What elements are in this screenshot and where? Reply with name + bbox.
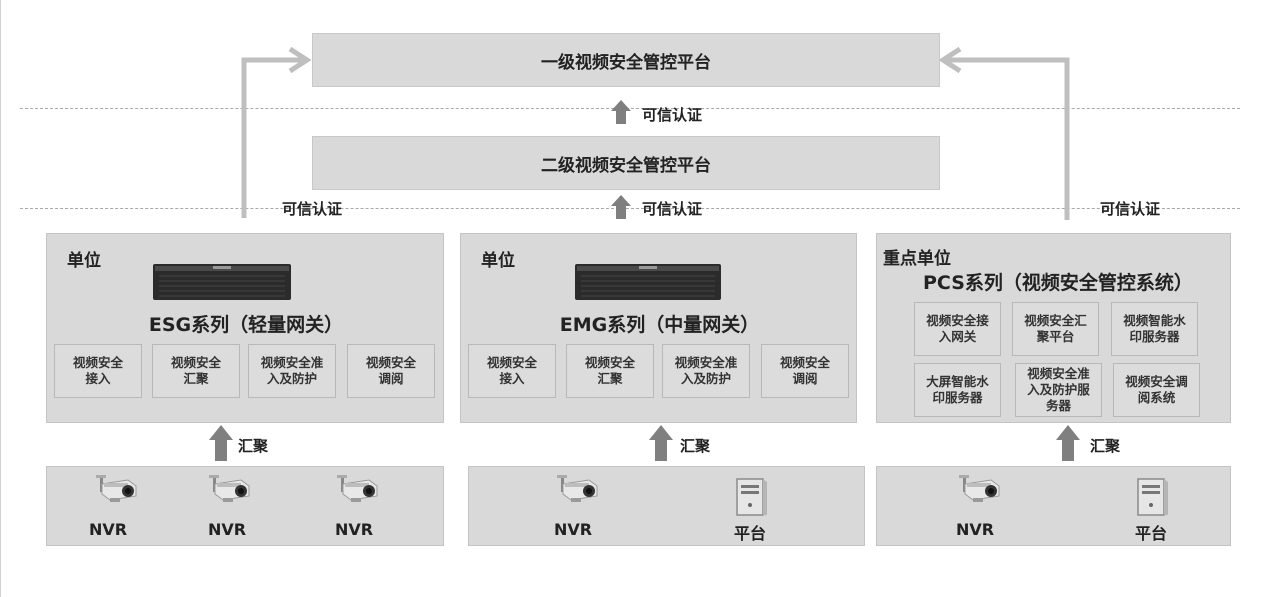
aggregate-label: 汇聚 bbox=[238, 437, 269, 455]
server-tower-icon bbox=[1137, 478, 1168, 516]
function-box: 视频安全准 入及防护服 务器 bbox=[1015, 363, 1102, 417]
unit-panel-esg: 单位 ESG系列（轻量网关） 视频安全 接入 视频安全 汇聚 视频安全准 入及防… bbox=[46, 233, 444, 423]
trusted-auth-label-mid: 可信认证 bbox=[642, 200, 703, 218]
level2-platform: 二级视频安全管控平台 bbox=[312, 136, 940, 190]
function-box: 视频安全汇 聚平台 bbox=[1012, 302, 1099, 356]
unit-panel-emg: 单位 EMG系列（中量网关） 视频安全 接入 视频安全 汇聚 视频安全准 入及防… bbox=[460, 233, 857, 423]
unit-title: 单位 bbox=[481, 251, 515, 271]
device-label: 平台 bbox=[1134, 524, 1167, 543]
left-border bbox=[0, 0, 1, 597]
function-box: 视频安全 调阅 bbox=[347, 344, 435, 398]
device-label: NVR bbox=[955, 520, 995, 539]
device-label: NVR bbox=[334, 520, 374, 539]
unit-title: 重点单位 bbox=[883, 249, 951, 269]
device-label: 平台 bbox=[733, 524, 766, 543]
aggregate-label: 汇聚 bbox=[680, 437, 711, 455]
camera-icon bbox=[96, 475, 137, 502]
up-arrow-mid-top bbox=[611, 100, 631, 124]
series-title: ESG系列（轻量网关） bbox=[148, 314, 344, 336]
function-box: 视频安全 接入 bbox=[54, 344, 142, 398]
level-divider-bottom bbox=[20, 208, 1240, 209]
function-box: 视频安全调 阅系统 bbox=[1113, 363, 1200, 417]
trusted-auth-label-left: 可信认证 bbox=[282, 200, 343, 218]
right-connector-line bbox=[944, 57, 1070, 220]
series-title: EMG系列（中量网关） bbox=[559, 314, 760, 336]
up-arrow-unit-2 bbox=[649, 425, 673, 461]
up-arrow-unit-3 bbox=[1056, 425, 1080, 461]
trusted-auth-label-top: 可信认证 bbox=[642, 106, 703, 124]
function-box: 视频安全接 入网关 bbox=[914, 302, 1001, 356]
function-box: 视频安全 接入 bbox=[468, 344, 556, 398]
device-label: NVR bbox=[553, 520, 593, 539]
camera-icon bbox=[557, 475, 598, 502]
device-label: NVR bbox=[207, 520, 247, 539]
server-tower-icon bbox=[736, 478, 767, 516]
function-box: 大屏智能水 印服务器 bbox=[914, 363, 1001, 417]
device-panel-2 bbox=[468, 466, 865, 546]
device-panel-1 bbox=[46, 466, 444, 546]
aggregate-label: 汇聚 bbox=[1090, 437, 1121, 455]
camera-icon bbox=[209, 475, 250, 502]
up-arrow-mid-bottom bbox=[611, 195, 631, 219]
device-panel-3 bbox=[876, 466, 1231, 546]
left-connector-line bbox=[241, 57, 306, 218]
level1-platform: 一级视频安全管控平台 bbox=[312, 33, 940, 87]
gateway-device-icon bbox=[153, 264, 291, 300]
function-box: 视频智能水 印服务器 bbox=[1111, 302, 1198, 356]
camera-icon bbox=[959, 475, 1000, 502]
unit-panel-pcs: 重点单位 PCS系列（视频安全管控系统） 视频安全接 入网关 视频安全汇 聚平台… bbox=[876, 233, 1231, 423]
function-box: 视频安全 调阅 bbox=[761, 344, 849, 398]
function-box: 视频安全 汇聚 bbox=[152, 344, 240, 398]
gateway-device-icon bbox=[575, 264, 721, 300]
function-box: 视频安全准 入及防护 bbox=[662, 344, 750, 398]
function-box: 视频安全 汇聚 bbox=[566, 344, 654, 398]
series-title: PCS系列（视频安全管控系统） bbox=[923, 272, 1193, 294]
unit-title: 单位 bbox=[67, 251, 101, 271]
camera-icon bbox=[337, 475, 378, 502]
device-label: NVR bbox=[88, 520, 128, 539]
right-connector-arrowhead bbox=[938, 46, 962, 74]
level-divider-top bbox=[20, 108, 1240, 109]
left-connector-arrowhead bbox=[288, 46, 312, 74]
trusted-auth-label-right: 可信认证 bbox=[1100, 200, 1161, 218]
up-arrow-unit-1 bbox=[209, 425, 233, 461]
function-box: 视频安全准 入及防护 bbox=[248, 344, 336, 398]
